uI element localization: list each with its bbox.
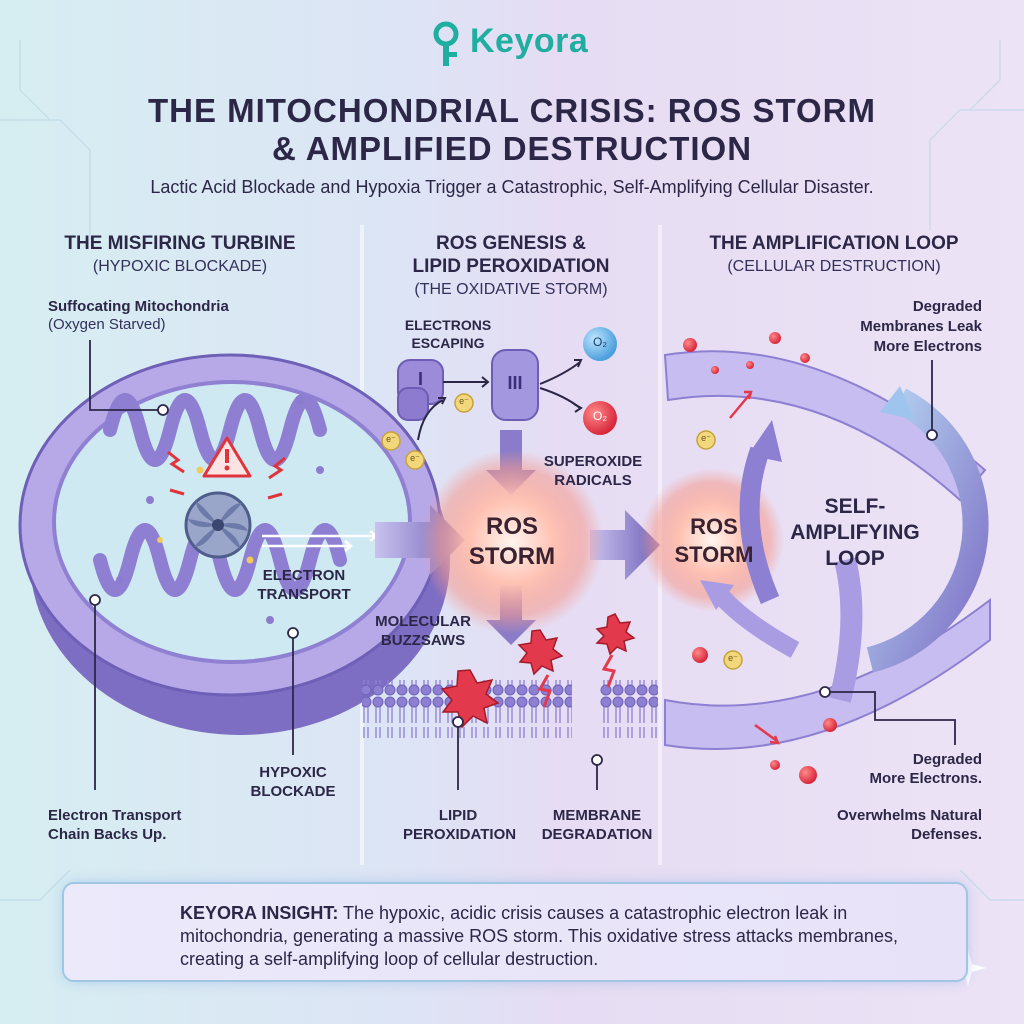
complex-i-label: I	[417, 369, 423, 389]
col1-subheading: (HYPOXIC BLOCKADE)	[92, 258, 268, 275]
col3-heading: THE AMPLIFICATION LOOP	[709, 233, 959, 254]
label-electron-transport-1: ELECTRON	[262, 567, 346, 584]
loop-arrowhead-top	[880, 386, 915, 420]
zap-marks	[537, 654, 617, 708]
label-lipid-1: LIPID	[438, 807, 478, 824]
title-line-1: THE MITOCHONDRIAL CRISIS: ROS STORM	[147, 92, 877, 129]
brand-name: Keyora	[470, 22, 589, 60]
warning-icon	[202, 436, 252, 478]
brand-logo: Keyora	[430, 16, 600, 66]
label-degraded-bottom-1: Degraded	[912, 751, 982, 768]
sparkle-icon	[950, 950, 986, 986]
label-buzzsaws-2: BUZZSAWS	[380, 632, 466, 649]
col2-heading-1: ROS GENESIS &	[436, 233, 586, 254]
circuit-decoration	[0, 40, 1024, 901]
insight-heading: KEYORA INSIGHT:	[180, 903, 339, 923]
label-chain-2: Chain Backs Up.	[48, 826, 167, 843]
leaders-col3	[819, 360, 956, 745]
label-superoxide-1: SUPEROXIDE	[543, 453, 643, 470]
leak-arrows	[729, 390, 781, 745]
label-overwhelms-1: Overwhelms Natural	[836, 807, 982, 824]
turbine-icon	[184, 491, 252, 559]
label-suffocating-sub: (Oxygen Starved)	[48, 316, 166, 333]
label-buzzsaws-1: MOLECULAR	[375, 613, 471, 630]
label-hypoxic-2: BLOCKADE	[250, 783, 336, 800]
col2-heading-2: LIPID PEROXIDATION	[412, 256, 610, 277]
ros-storm-right-2: STORM	[674, 542, 754, 567]
oxygen-label: O₂	[593, 335, 607, 349]
label-membrane-1: MEMBRANE	[552, 807, 642, 824]
electron-symbol-1: e⁻	[386, 434, 396, 444]
label-overwhelms-2: Defenses.	[911, 826, 982, 843]
membrane-bilayer-right	[600, 680, 658, 738]
label-superoxide-2: RADICALS	[554, 472, 632, 489]
label-electron-transport-2: TRANSPORT	[257, 586, 351, 603]
loop-label-2: AMPLIFYING	[790, 521, 920, 544]
leaking-radicals	[683, 332, 837, 784]
loop-arrow-bottom	[708, 584, 800, 658]
leaders-col2	[452, 716, 603, 790]
col3-subheading: (CELLULAR DESTRUCTION)	[727, 258, 941, 275]
label-degraded-top-3: More Electrons	[873, 338, 982, 355]
loop-label-3: LOOP	[825, 547, 885, 570]
subtitle: Lactic Acid Blockade and Hypoxia Trigger…	[150, 177, 874, 197]
electron-particles	[381, 393, 743, 670]
oxygen-molecule	[583, 327, 617, 361]
complex-iii	[491, 349, 539, 421]
complex-i	[397, 359, 444, 421]
superoxide-label: O₂	[593, 409, 607, 423]
electron-symbol-4: e⁻	[701, 433, 711, 443]
label-lipid-2: PEROXIDATION	[403, 826, 517, 843]
ros-storm-1: ROS	[485, 513, 538, 540]
ros-storm-glow	[420, 450, 604, 634]
label-degraded-top-1: Degraded	[912, 298, 982, 315]
insight-text: KEYORA INSIGHT: The hypoxic, acidic cris…	[180, 902, 940, 971]
label-suffocating: Suffocating Mitochondria	[48, 298, 229, 315]
loop-arrow-right	[866, 388, 989, 673]
insight-body: The hypoxic, acidic crisis causes a cata…	[180, 903, 898, 969]
complex-iii-label: III	[507, 373, 523, 393]
electron-symbol-3: e⁻	[459, 396, 469, 406]
loop-arrowhead-up	[748, 420, 782, 462]
title-line-2: & AMPLIFIED DESTRUCTION	[271, 130, 753, 167]
label-membrane-2: DEGRADATION	[541, 826, 653, 843]
ros-storm-right-1: ROS	[690, 514, 738, 539]
label-degraded-top-2: Membranes Leak	[860, 318, 982, 335]
loop-arrow-left	[739, 446, 780, 605]
superoxide-molecule	[583, 401, 617, 435]
key-logo-icon	[433, 21, 459, 66]
label-degraded-bottom-2: More Electrons.	[869, 770, 982, 787]
col1-heading: THE MISFIRING TURBINE	[64, 233, 296, 254]
loop-label-1: SELF-	[824, 495, 886, 518]
label-hypoxic-1: HYPOXIC	[259, 764, 327, 781]
spark-marks	[167, 450, 286, 500]
label-chain-1: Electron Transport	[48, 807, 182, 824]
ros-storm-2: STORM	[468, 543, 556, 570]
leaders-col1	[89, 340, 299, 790]
electron-symbol-2: e⁻	[410, 453, 420, 463]
electron-symbol-5: e⁻	[728, 653, 738, 663]
col2-subheading: (THE OXIDATIVE STORM)	[414, 281, 608, 298]
label-electrons-2: ESCAPING	[411, 335, 485, 351]
electron-path	[417, 359, 583, 441]
buzzsaw-radical	[440, 613, 636, 729]
insight-box: KEYORA INSIGHT: The hypoxic, acidic cris…	[62, 882, 968, 982]
label-electrons-1: ELECTRONS	[404, 317, 492, 333]
